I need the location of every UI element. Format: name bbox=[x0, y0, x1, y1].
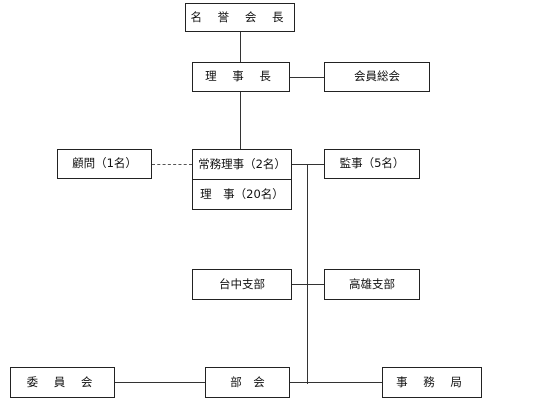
auditor-label: 監事（5名） bbox=[339, 156, 405, 171]
kaohsiung-branch-box: 高雄支部 bbox=[324, 269, 420, 300]
committee-label: 委 員 会 bbox=[26, 374, 99, 389]
connector-line bbox=[290, 382, 382, 383]
executive-director-label: 常務理事（2名） bbox=[198, 156, 286, 171]
advisor-label: 顧問（1名） bbox=[72, 156, 137, 171]
executive-director-box: 常務理事（2名） bbox=[192, 149, 292, 180]
connector-line bbox=[115, 382, 205, 383]
taichung-branch-label: 台中支部 bbox=[219, 276, 265, 291]
auditor-box: 監事（5名） bbox=[324, 149, 420, 179]
kaohsiung-branch-label: 高雄支部 bbox=[349, 276, 395, 291]
connector-line bbox=[152, 164, 192, 165]
division-box: 部 会 bbox=[205, 367, 290, 398]
directors-label: 理 事（20名） bbox=[200, 186, 284, 201]
chairman-label: 理 事 長 bbox=[205, 69, 277, 84]
secretariat-box: 事 務 局 bbox=[382, 367, 482, 398]
directors-box: 理 事（20名） bbox=[192, 179, 292, 210]
connector-line bbox=[240, 32, 241, 62]
taichung-branch-box: 台中支部 bbox=[192, 269, 292, 300]
connector-line bbox=[240, 92, 241, 154]
secretariat-label: 事 務 局 bbox=[396, 374, 468, 389]
connector-line bbox=[307, 164, 308, 384]
advisor-box: 顧問（1名） bbox=[57, 149, 152, 179]
connector-line bbox=[290, 77, 324, 78]
general-assembly-label: 会員総会 bbox=[354, 69, 400, 84]
connector-line bbox=[292, 164, 324, 165]
general-assembly-box: 会員総会 bbox=[324, 62, 430, 92]
connector-line bbox=[292, 284, 324, 285]
honorary-chairman-label: 名 誉 会 長 bbox=[190, 9, 290, 24]
honorary-chairman-box: 名 誉 会 長 bbox=[185, 3, 295, 32]
committee-box: 委 員 会 bbox=[10, 367, 115, 398]
chairman-box: 理 事 長 bbox=[192, 62, 290, 92]
division-label: 部 会 bbox=[230, 374, 265, 389]
